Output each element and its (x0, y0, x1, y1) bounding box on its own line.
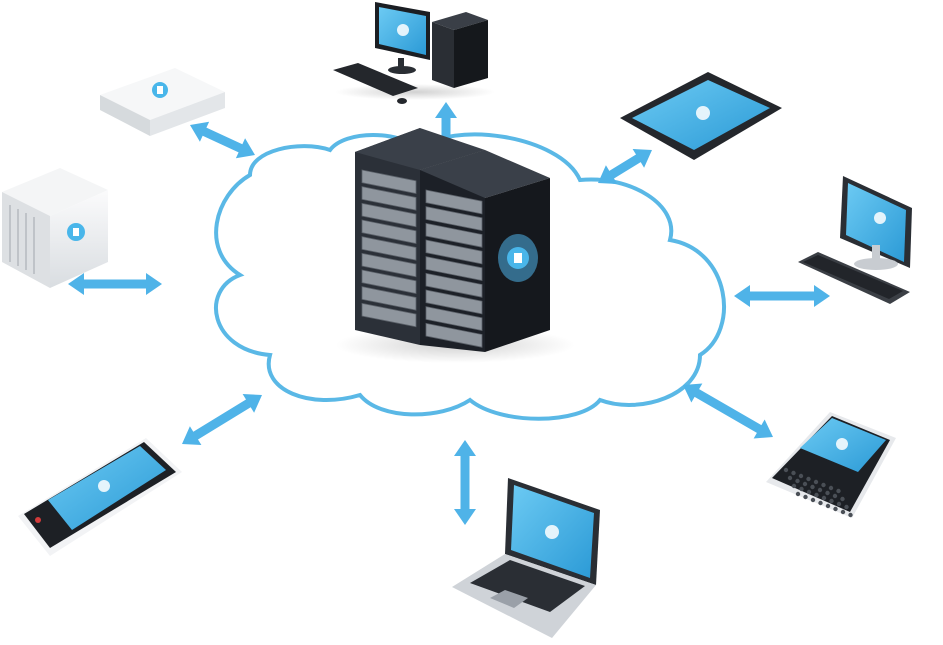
monitor-keyboard-icon (798, 176, 912, 304)
arrow-to-network-appliance (190, 121, 255, 159)
phone-keyboard (783, 467, 853, 518)
rack-right-drive-bays (425, 189, 483, 348)
network-appliance-icon (100, 68, 225, 136)
arrow-to-smartphone-touch (182, 393, 262, 446)
qwerty-phone-icon (766, 412, 896, 518)
storage-box-icon (2, 168, 108, 288)
arrow-to-storage-tower (68, 273, 162, 295)
arrow-to-desktop-tower-top (435, 102, 457, 142)
arrow-to-tablet (598, 148, 652, 185)
connection-arrows (68, 102, 830, 525)
touch-phone-icon (18, 438, 182, 556)
arrow-to-laptop (454, 440, 476, 525)
arrow-to-smartphone-qwerty (683, 383, 773, 439)
tablet-icon (620, 72, 782, 160)
arrow-to-desktop-monitor-right (734, 285, 830, 307)
server-rack-icon (335, 128, 575, 363)
desktop-computer-icon (333, 2, 495, 104)
rack-left-drive-bays (361, 169, 417, 328)
laptop-icon (452, 478, 600, 638)
